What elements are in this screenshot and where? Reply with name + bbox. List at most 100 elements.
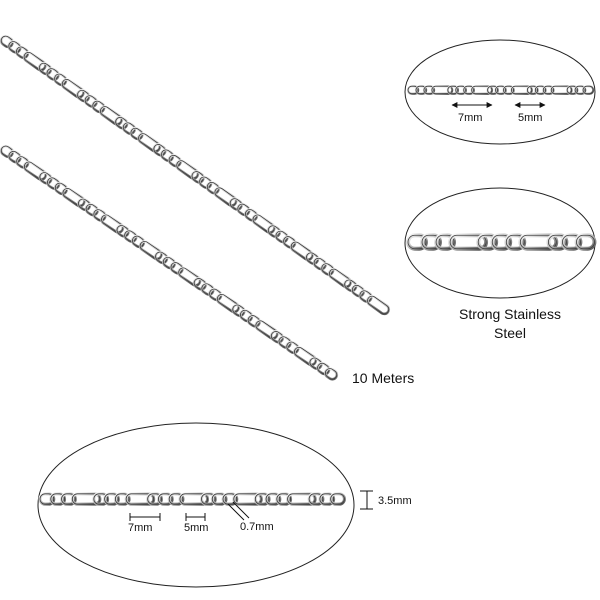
chain-link-outline	[54, 182, 68, 195]
chain-link-outline	[85, 203, 98, 216]
chain-link-outline	[407, 234, 427, 250]
chain-link-outline	[495, 85, 507, 95]
chain-link-outline	[275, 230, 288, 243]
chain-link-outline	[582, 85, 594, 95]
chain-link-outline	[61, 493, 76, 505]
chain-link-outline	[232, 304, 245, 317]
measure-pointer-0-7mm	[227, 503, 245, 521]
chain-link-outline	[423, 85, 435, 95]
zoom-detail-middle	[404, 187, 597, 299]
chain-link-outline	[519, 234, 557, 250]
chain-link-outline	[247, 315, 261, 327]
measure-pointer-0-7mm	[232, 501, 250, 519]
chain-link-outline	[574, 85, 586, 95]
chain-link-outline	[138, 133, 161, 152]
chain-link-outline	[463, 85, 475, 95]
chain-link-outline	[328, 268, 352, 288]
chain-link-outline	[222, 493, 238, 505]
chain-link-outline	[201, 493, 216, 505]
chain-link-outline	[8, 150, 21, 163]
chain-link-outline	[324, 368, 338, 380]
chain-link-long	[100, 213, 125, 234]
chain-link-outline	[283, 236, 296, 248]
chain-link-outline	[576, 234, 595, 250]
chain-link-outline	[351, 284, 365, 297]
chain-link-outline	[233, 493, 262, 505]
material-label-line1: Strong Stainless	[459, 306, 561, 322]
chain-link-outline	[254, 493, 270, 505]
chain-link-long	[23, 160, 48, 181]
chain-link-outline	[199, 176, 212, 189]
chain-link-outline	[176, 160, 199, 179]
chain-link-long	[328, 267, 352, 289]
chain-link-outline	[309, 357, 322, 370]
chain-link-outline	[344, 279, 357, 292]
zoom-top-chain	[406, 85, 595, 95]
chain-link-outline	[50, 493, 65, 505]
top-long-link-label: 7mm	[458, 112, 483, 124]
chain-link-outline	[93, 209, 106, 221]
chain-link-outline	[71, 493, 101, 505]
chain-link-outline	[16, 156, 29, 168]
chain-link-outline	[39, 493, 55, 505]
chain-link-outline	[214, 187, 237, 206]
chain-link-outline	[431, 85, 453, 95]
top-short-link-label: 5mm	[518, 112, 543, 124]
chain-link-long	[177, 266, 202, 287]
chain-link-outline	[38, 62, 52, 75]
chain-link-outline	[566, 85, 578, 95]
chain-link-long	[60, 78, 85, 99]
chain-link-outline	[93, 493, 109, 505]
chain-link-outline	[104, 493, 119, 505]
chain-strand-upper	[0, 34, 391, 316]
chain-link-long	[254, 319, 279, 340]
chain-link-outline	[201, 283, 214, 295]
chain-link-long	[175, 159, 200, 180]
chain-link-outline	[92, 100, 105, 113]
chain-link-outline	[359, 290, 372, 302]
chain-link-outline	[407, 85, 419, 95]
chain-link-outline	[505, 234, 525, 250]
chain-link-outline	[114, 493, 130, 505]
chain-link-outline	[278, 336, 291, 348]
zoom-ellipse-top	[404, 39, 596, 145]
chain-link-outline	[209, 288, 222, 301]
chain-link-outline	[206, 181, 220, 194]
chain-link-outline	[47, 177, 60, 189]
chain-link-outline	[477, 234, 497, 250]
chain-link-outline	[321, 263, 334, 275]
zoom-detail-top	[404, 39, 596, 145]
chain-link-outline	[130, 127, 143, 140]
bottom-long-link-label: 7mm	[128, 522, 153, 534]
chain-link-outline	[511, 85, 533, 95]
chain-link-outline	[99, 106, 123, 125]
chain-link-outline	[252, 214, 275, 233]
chain-link-outline	[265, 493, 281, 505]
zoom-bottom-chain	[38, 492, 346, 506]
chain-link-outline	[161, 149, 174, 162]
chain-link-outline	[287, 493, 316, 505]
chain-link-outline	[421, 234, 441, 250]
chain-link-outline	[562, 234, 581, 250]
bottom-short-link-label: 5mm	[184, 522, 209, 534]
chain-link-outline	[191, 171, 204, 183]
chain-link-long	[137, 132, 162, 153]
chain-link-long	[61, 187, 86, 208]
chain-link-long	[22, 51, 47, 72]
chain-link-outline	[155, 251, 168, 264]
chain-link-outline	[122, 122, 136, 134]
chain-strand-lower	[0, 144, 339, 381]
chain-link-outline	[447, 85, 459, 95]
chain-link-outline	[211, 493, 227, 505]
chain-link-long	[251, 213, 276, 234]
chain-link-outline	[550, 85, 573, 95]
chain-link-long	[213, 186, 238, 207]
chain-link-outline	[168, 493, 184, 505]
chain-link-outline	[290, 241, 313, 261]
chain-link-long	[215, 293, 240, 314]
wire-thickness-label: 0.7mm	[240, 521, 274, 533]
chain-link-outline	[270, 331, 284, 343]
chain-link-outline	[0, 145, 14, 158]
chain-link-outline	[61, 79, 84, 98]
chain-link-outline	[306, 252, 319, 264]
